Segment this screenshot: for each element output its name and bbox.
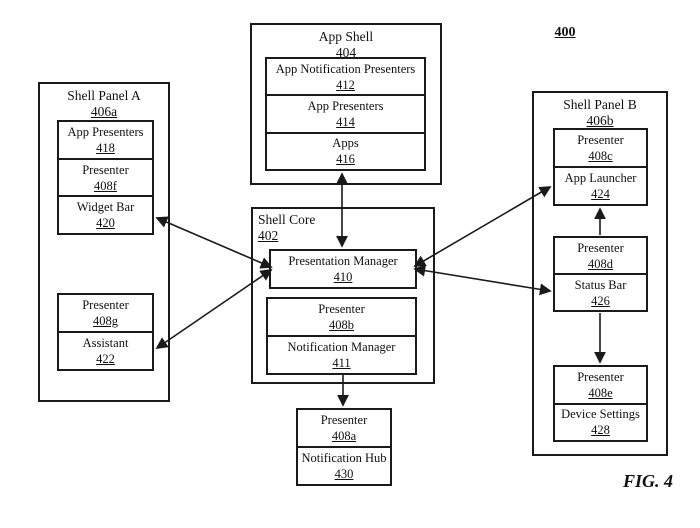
panel-b-middle-stack: Presenter 408d Status Bar 426 — [553, 236, 648, 312]
box-label: Widget Bar — [76, 200, 135, 215]
box-label: Presenter — [577, 369, 624, 384]
apps-box: Apps 416 — [267, 131, 424, 169]
status-bar-box: Status Bar 426 — [555, 273, 646, 310]
notification-hub-box: Notification Hub 430 — [298, 446, 390, 484]
app-shell-stack: App Notification Presenters 412 App Pres… — [265, 57, 426, 171]
shell-panel-a-title: Shell Panel A 406a — [40, 84, 168, 120]
panel-a-lower-stack: Presenter 408g Assistant 422 — [57, 293, 154, 371]
app-presenters-418-box: App Presenters 418 — [59, 122, 152, 158]
box-number: 410 — [333, 270, 353, 284]
box-number: 414 — [336, 114, 355, 129]
box-label: Presentation Manager — [288, 254, 398, 268]
presenter-408g-box: Presenter 408g — [59, 295, 152, 331]
notification-hub-stack: Presenter 408a Notification Hub 430 — [296, 408, 392, 486]
box-number: 411 — [332, 356, 351, 370]
shell-core-lower-stack: Presenter 408b Notification Manager 411 — [266, 297, 417, 375]
shell-core-title: Shell Core 402 — [258, 212, 315, 244]
box-number: 408f — [94, 178, 117, 193]
box-number: 412 — [336, 77, 355, 92]
box-number: 408b — [329, 318, 354, 332]
box-label: App Presenters — [307, 98, 384, 113]
panel-b-top-stack: Presenter 408c App Launcher 424 — [553, 128, 648, 206]
app-shell-label: App Shell — [318, 29, 374, 44]
presenter-408e-box: Presenter 408e — [555, 367, 646, 403]
box-number: 428 — [591, 423, 610, 438]
box-number: 420 — [96, 216, 115, 231]
box-label: Presenter — [577, 240, 624, 255]
box-number: 408a — [331, 429, 357, 443]
box-label: Presenter — [82, 162, 129, 177]
shell-panel-b-number: 406b — [586, 113, 614, 128]
box-number: 408c — [588, 149, 613, 163]
panel-b-bottom-stack: Presenter 408e Device Settings 428 — [553, 365, 648, 442]
notification-manager-box: Notification Manager 411 — [268, 335, 415, 373]
box-number: 408d — [588, 256, 613, 271]
arrow-presentation-manager-status-bar — [413, 264, 552, 296]
app-launcher-box: App Launcher 424 — [555, 166, 646, 204]
box-label: App Notification Presenters — [275, 61, 416, 76]
box-label: App Launcher — [564, 171, 637, 185]
figure-reference-number: 400 — [554, 25, 576, 40]
box-label: Presenter — [320, 413, 368, 427]
box-number: 426 — [591, 293, 610, 308]
box-label: Presenter — [82, 298, 129, 312]
shell-core-number: 402 — [258, 228, 279, 243]
shell-panel-a-number: 406a — [90, 104, 118, 119]
box-label: Apps — [332, 136, 359, 151]
box-number: 430 — [334, 467, 354, 481]
box-number: 422 — [96, 352, 115, 366]
shell-panel-a-label: Shell Panel A — [67, 88, 141, 103]
box-label: Device Settings — [561, 407, 640, 422]
figure-caption: FIG. 4 — [622, 471, 673, 491]
presenter-408a-box: Presenter 408a — [298, 410, 390, 446]
box-number: 408g — [93, 314, 118, 328]
app-shell-title: App Shell 404 — [252, 25, 440, 61]
box-label: Presenter — [318, 302, 365, 316]
arrow-presentation-manager-app-launcher — [413, 186, 552, 267]
box-label: Presenter — [577, 133, 624, 147]
presenter-408b-box: Presenter 408b — [268, 299, 415, 335]
presentation-manager-box: Presentation Manager 410 — [269, 249, 417, 289]
box-number: 408e — [588, 385, 613, 400]
shell-panel-b-title: Shell Panel B 406b — [534, 93, 666, 129]
presenter-408d-box: Presenter 408d — [555, 238, 646, 273]
box-number: 416 — [336, 152, 355, 167]
widget-bar-box: Widget Bar 420 — [59, 195, 152, 233]
box-label: Notification Manager — [287, 340, 396, 354]
box-label: Status Bar — [574, 277, 627, 292]
app-shell-number: 404 — [335, 45, 357, 60]
assistant-box: Assistant 422 — [59, 331, 152, 369]
presenter-408f-box: Presenter 408f — [59, 157, 152, 196]
panel-a-upper-stack: App Presenters 418 Presenter 408f Widget… — [57, 120, 154, 235]
box-number: 424 — [591, 187, 610, 201]
presenter-408c-box: Presenter 408c — [555, 130, 646, 166]
app-presenters-414-box: App Presenters 414 — [267, 94, 424, 131]
shell-panel-b-label: Shell Panel B — [563, 97, 637, 112]
device-settings-box: Device Settings 428 — [555, 402, 646, 441]
box-label: Assistant — [82, 336, 129, 350]
box-number: 418 — [96, 140, 115, 155]
app-notification-presenters-box: App Notification Presenters 412 — [267, 59, 424, 94]
box-label: Notification Hub — [301, 451, 387, 465]
box-label: App Presenters — [67, 124, 144, 139]
shell-core-label: Shell Core — [258, 212, 316, 227]
